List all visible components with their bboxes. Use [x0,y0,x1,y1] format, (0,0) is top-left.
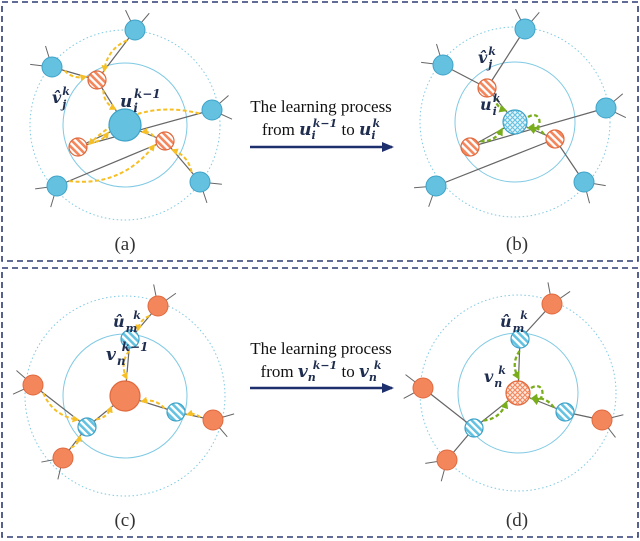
panel-a-neighbor-label: v̂jk [52,85,70,111]
neighbor-node-1 [68,137,88,157]
top-arrow-caption-line1: The learning process [250,97,392,116]
outer-node-2 [201,99,223,121]
center-node [109,380,141,412]
center-node [108,108,142,142]
outer-node-3 [425,175,447,197]
panel-a-caption: (a) [114,234,135,255]
edge-outer-3 [435,138,556,187]
panel-d-graph [403,282,624,492]
edge-outer-1 [422,387,475,429]
neighbor-to-center-arrow-0 [512,350,521,380]
neighbor-node-2 [155,131,175,151]
top-row-frame [1,1,639,262]
outer-to-neighbor-arrow-0 [101,39,128,73]
panel-b-center-label: uik [480,92,501,118]
neighbor-to-center-arrow-1 [483,400,509,422]
panel-a-center-label: uik−1 [120,87,161,115]
neighbor-to-center-arrow-0 [493,97,508,113]
neighbor-to-center-arrow-0 [121,350,130,380]
neighbor-node-0 [477,78,497,98]
panel-c-caption: (c) [114,510,135,531]
ring-1 [419,26,611,218]
neighbor-node-2 [545,129,565,149]
outer-node-1 [412,377,434,399]
outer-to-neighbor-arrow-3 [185,409,201,419]
outer-node-0 [124,19,146,41]
outer-to-neighbor-arrow-1 [42,392,80,423]
ring-1 [24,295,226,497]
outer-node-3 [52,447,74,469]
edge-outer-3 [56,140,166,187]
neighbor-node-0 [120,329,140,349]
ring-0 [62,62,188,188]
outer-to-neighbor-arrow-3 [68,144,156,183]
panel-c-neighbor-label: ûmk [113,309,141,335]
neighbor-to-center-arrow-1 [96,405,113,421]
panel-c-center-label: vnk−1 [106,340,148,368]
neighbor-node-1 [460,137,480,157]
self-loop-arrow [527,114,541,135]
panel-d-caption: (d) [506,510,528,531]
bottom-arrow-caption-line1: The learning process [250,339,392,358]
outer-node-0 [541,293,563,315]
outer-node-1 [22,374,44,396]
outer-node-0 [514,18,536,40]
outer-to-neighbor-arrow-2 [88,108,200,146]
outer-node-2 [595,97,617,119]
outer-node-3 [436,449,458,471]
neighbor-to-center-arrow-1 [88,131,109,144]
neighbor-to-center-arrow-2 [140,127,155,138]
outer-node-2 [591,409,613,431]
outer-node-4 [189,171,211,193]
panel-b-neighbor-label: v̂jk [478,45,496,71]
neighbor-node-2 [555,402,575,422]
neighbor-node-1 [77,417,97,437]
panel-b-caption: (b) [506,234,528,255]
outer-node-1 [41,56,63,78]
ring-1 [419,294,617,492]
outer-node-4 [573,171,595,193]
center-node [502,109,528,135]
panel-d-neighbor-label: ûmk [500,309,528,335]
center-node [505,380,531,406]
panel-d-center-label: vnk [484,364,506,390]
neighbor-node-1 [464,418,484,438]
neighbor-to-center-arrow-2 [140,396,166,410]
self-loop-arrow [530,385,544,406]
neighbor-to-center-arrow-1 [480,127,503,143]
outer-to-neighbor-arrow-4 [170,148,193,173]
bottom-arrow-caption-line2: from vnk−1 to vnk [261,359,382,384]
outer-to-neighbor-arrow-2 [70,434,83,449]
outer-to-neighbor-arrow-1 [63,69,88,82]
neighbor-node-0 [510,329,530,349]
neighbor-node-0 [87,70,107,90]
ring-1 [29,29,221,221]
outer-node-0 [147,295,169,317]
outer-node-2 [202,409,224,431]
outer-node-1 [432,54,454,76]
top-arrow-caption-line2: from uik−1 to uik [262,117,381,142]
neighbor-node-2 [166,402,186,422]
ring-0 [454,61,576,183]
panel-c-graph [12,284,235,497]
panel-b-graph [414,8,627,218]
bottom-row-frame [1,267,639,538]
panel-a-graph [29,9,233,221]
edge-outer-0 [486,28,526,89]
outer-node-3 [46,175,68,197]
outer-to-neighbor-arrow-0 [135,314,150,332]
neighbor-to-center-arrow-0 [102,90,117,110]
